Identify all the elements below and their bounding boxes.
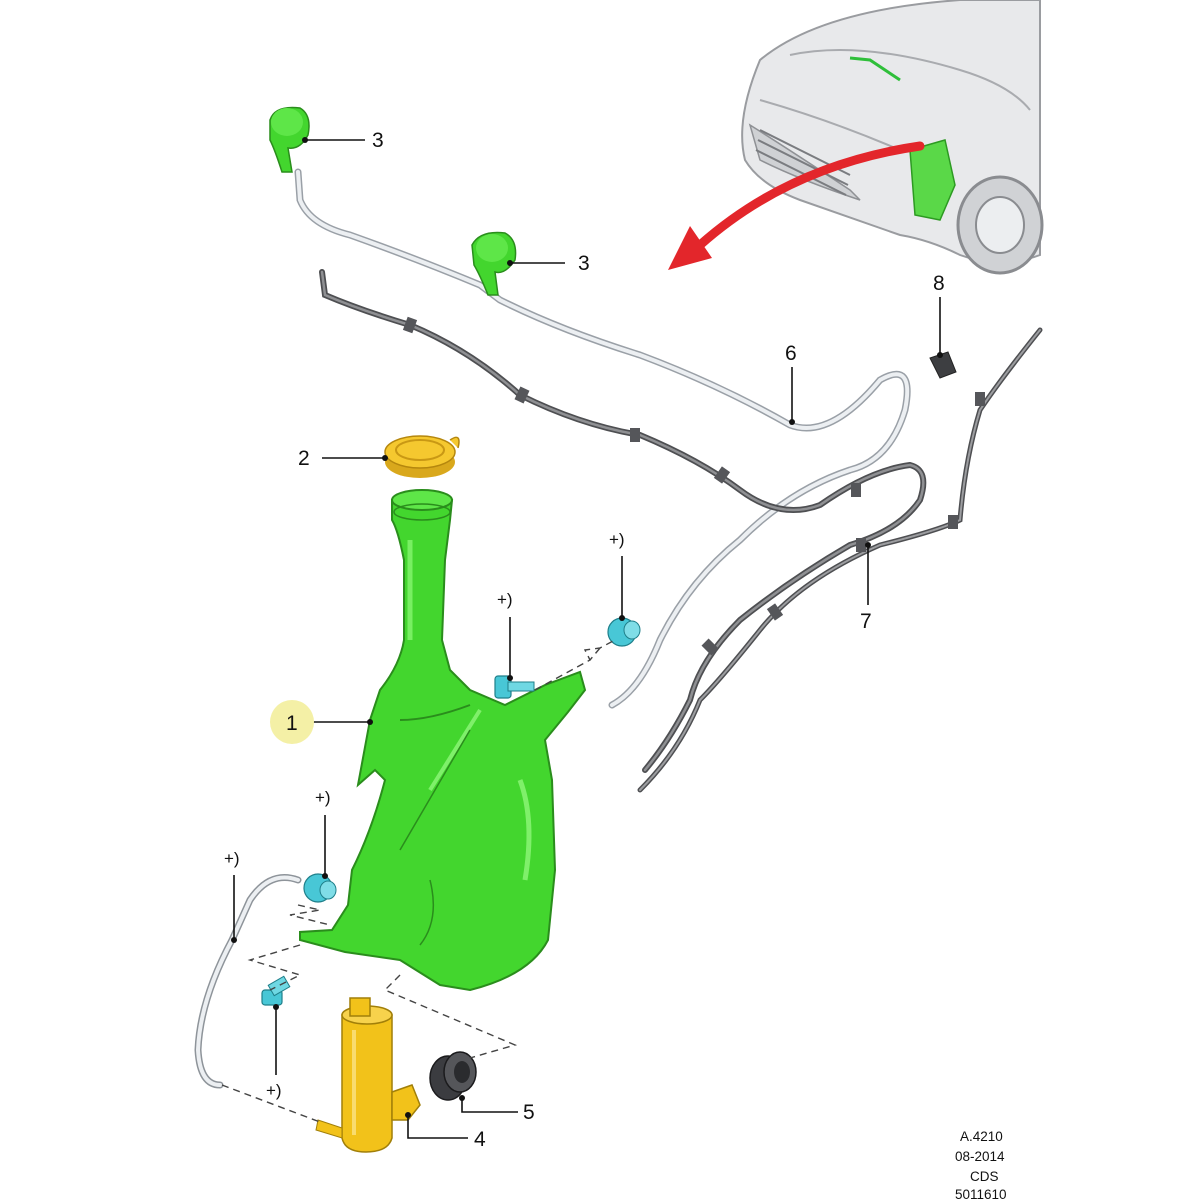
connector-part	[929, 351, 957, 379]
direction-arrow	[668, 141, 925, 270]
callout-7: 7	[860, 610, 872, 633]
filler-cap	[384, 435, 460, 478]
callout-2: 2	[298, 447, 310, 470]
assembly-dash-lines	[221, 639, 616, 1123]
nut-top-right	[607, 617, 641, 647]
callout-8: 8	[933, 272, 945, 295]
washer-hose-front	[294, 168, 911, 709]
fastener-marker: +)	[609, 530, 625, 549]
callout-4: 4	[474, 1128, 486, 1151]
fastener-marker: +)	[315, 788, 331, 807]
callout-3-upper: 3	[372, 129, 384, 152]
reservoir-tank	[299, 489, 587, 992]
pump-hose	[194, 874, 302, 1089]
bolt-top-left	[494, 675, 535, 699]
nut-left	[303, 873, 337, 903]
fastener-marker: +)	[497, 590, 513, 609]
washer-jet-upper	[269, 106, 310, 173]
fastener-marker: +)	[266, 1081, 282, 1100]
callout-1: 1	[286, 712, 298, 735]
callout-3-lower: 3	[578, 252, 590, 275]
vehicle-inset	[741, 0, 1044, 275]
callout-highlight	[270, 700, 314, 744]
grommet-part	[429, 1051, 477, 1101]
washer-pump	[315, 997, 421, 1153]
washer-jet-lower	[471, 231, 517, 296]
callout-leaders	[231, 137, 943, 1139]
bolt-bottom	[261, 975, 291, 1006]
callout-5: 5	[523, 1101, 535, 1124]
drawing-ref: A.4210	[960, 1129, 1003, 1144]
drawing-date: 08-2014	[955, 1149, 1005, 1164]
drawing-label: CDS	[970, 1169, 999, 1184]
callout-6: 6	[785, 342, 797, 365]
fastener-marker: +)	[224, 849, 240, 868]
drawing-code: 5011610	[955, 1187, 1007, 1200]
washer-hose-rear	[319, 269, 1043, 793]
tank-location-highlight	[909, 139, 956, 221]
